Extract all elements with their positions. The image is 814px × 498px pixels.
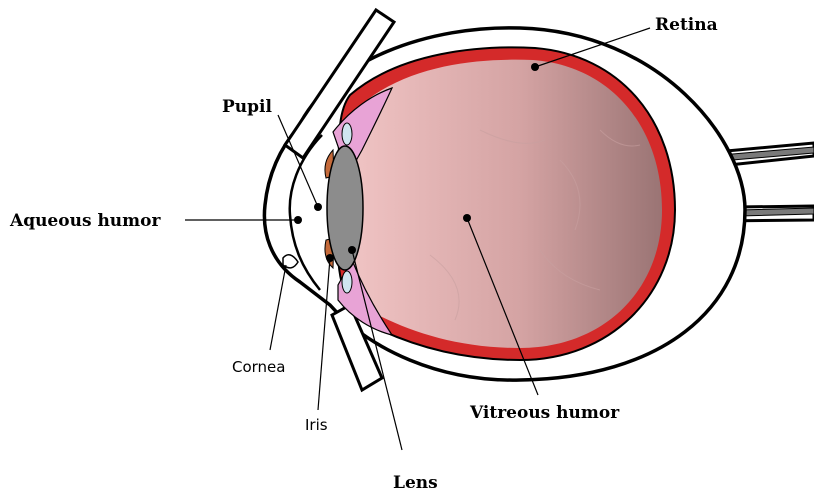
cornea-label: Cornea (232, 358, 285, 376)
vitreous-chamber (350, 60, 662, 348)
vitreous-humor-dot (463, 214, 471, 222)
aqueous-humor-dot (294, 216, 302, 224)
pupil-dot (314, 203, 322, 211)
retina-dot (531, 63, 539, 71)
iris-dot (326, 254, 334, 262)
iris-label: Iris (305, 416, 328, 434)
retina-label: Retina (655, 15, 718, 35)
pupil-label: Pupil (222, 97, 272, 117)
vitreous-humor-label: Vitreous humor (469, 403, 620, 423)
cornea-leader (270, 265, 286, 350)
lens-dot (348, 246, 356, 254)
aqueous-humor-label: Aqueous humor (9, 211, 161, 231)
lens-label: Lens (393, 473, 438, 493)
